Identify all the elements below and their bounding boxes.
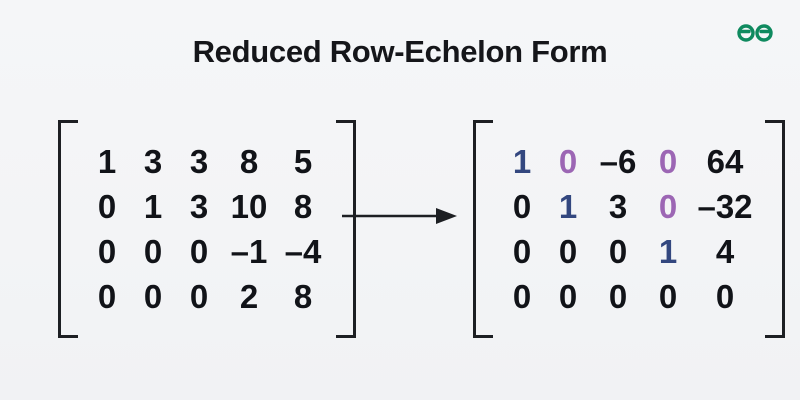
matrix-cell: 0 <box>97 233 117 270</box>
matrix-cell: 10 <box>230 188 268 225</box>
matrix-cell: 0 <box>512 188 532 225</box>
matrix-cell: 8 <box>293 188 313 225</box>
matrix-cell: 3 <box>608 188 628 225</box>
matrix-cell: 3 <box>143 143 163 180</box>
matrix-cell: 2 <box>239 278 259 315</box>
matrix-cell: 0 <box>658 143 678 180</box>
matrix-left-open-bracket <box>58 120 78 338</box>
matrix-cell: –4 <box>284 233 322 270</box>
geeksforgeeks-logo-icon <box>732 18 778 48</box>
matrix-cell: 0 <box>608 233 628 270</box>
matrix-left-close-bracket <box>336 120 356 338</box>
matrix-cell: –32 <box>697 188 753 225</box>
matrix-cell: –6 <box>599 143 637 180</box>
matrix-cell: 5 <box>293 143 313 180</box>
matrix-cell: 0 <box>143 233 163 270</box>
matrix-cell: 8 <box>239 143 259 180</box>
matrix-cell: –1 <box>230 233 268 270</box>
page-title: Reduced Row-Echelon Form <box>192 34 608 69</box>
matrix-cell: 64 <box>706 143 744 180</box>
right-arrow-icon <box>340 206 458 226</box>
matrix-cell: 0 <box>558 278 578 315</box>
matrix-cell: 0 <box>512 278 532 315</box>
matrix-cell: 1 <box>143 188 163 225</box>
matrix-cell: 4 <box>715 233 735 270</box>
matrix-cell: 0 <box>658 278 678 315</box>
matrix-cell: 0 <box>558 233 578 270</box>
matrix-right-open-bracket <box>473 120 493 338</box>
matrix-right-close-bracket <box>765 120 785 338</box>
matrix-cell: 0 <box>608 278 628 315</box>
matrix-cell: 0 <box>189 233 209 270</box>
matrix-cell: 0 <box>715 278 735 315</box>
matrix-cell: 0 <box>189 278 209 315</box>
matrix-cell: 0 <box>512 233 532 270</box>
matrix-cell: 8 <box>293 278 313 315</box>
matrix-cell: 3 <box>189 188 209 225</box>
matrix-cell: 0 <box>143 278 163 315</box>
matrix-cell: 1 <box>512 143 532 180</box>
matrix-cell: 3 <box>189 143 209 180</box>
matrix-cell: 0 <box>658 188 678 225</box>
matrix-cell: 0 <box>97 278 117 315</box>
matrix-cell: 0 <box>558 143 578 180</box>
matrix-cell: 1 <box>97 143 117 180</box>
matrix-cell: 1 <box>558 188 578 225</box>
matrix-cell: 0 <box>97 188 117 225</box>
matrix-cell: 1 <box>658 233 678 270</box>
